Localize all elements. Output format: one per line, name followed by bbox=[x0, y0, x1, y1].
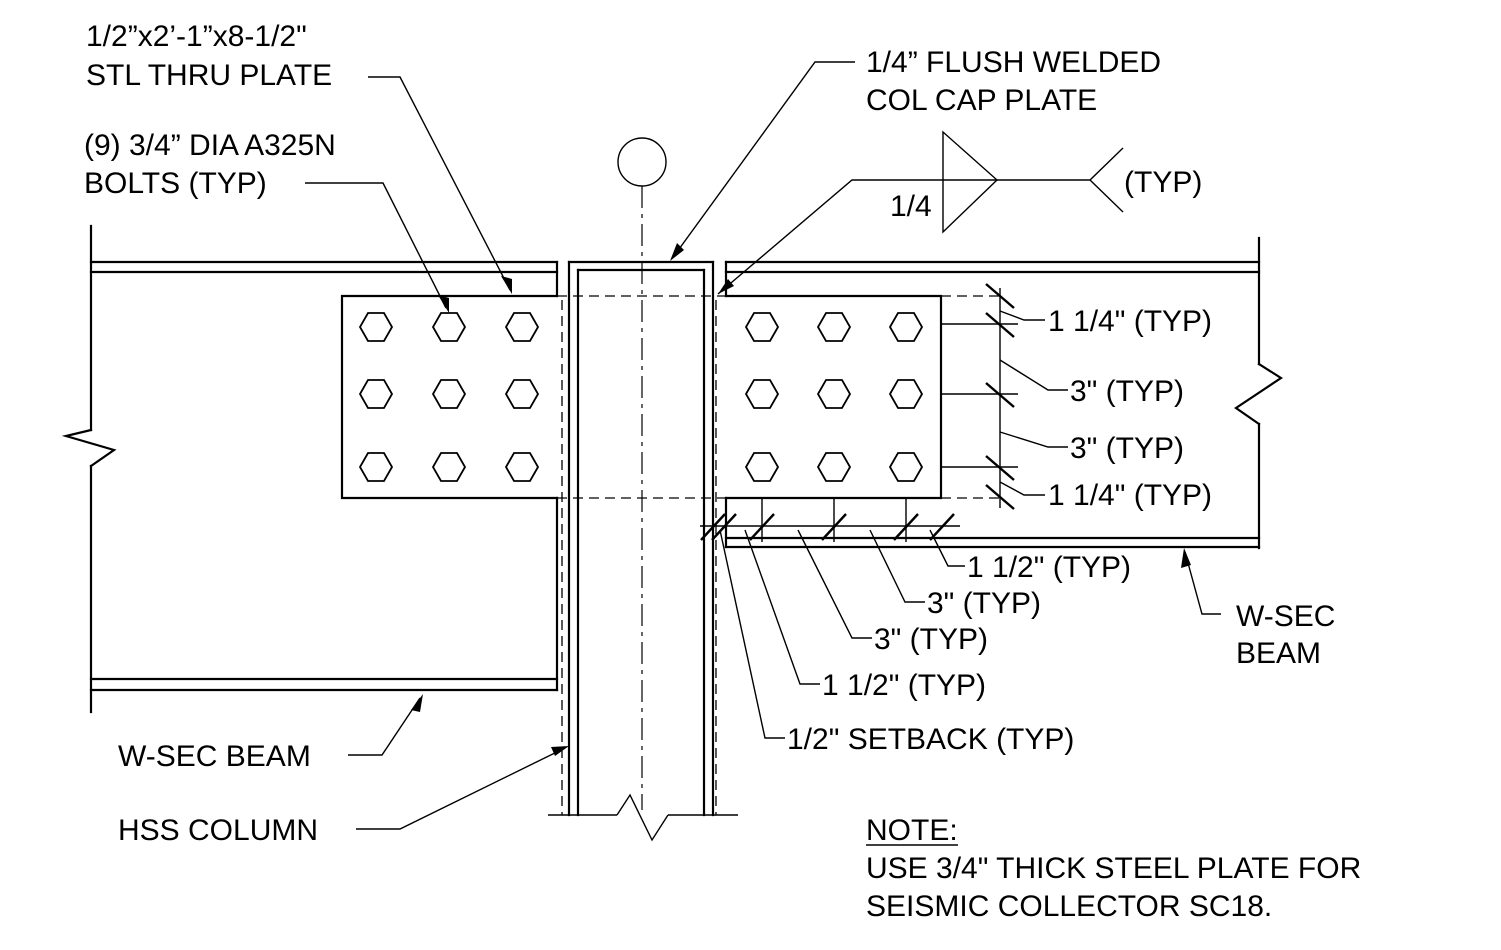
right-beam bbox=[724, 236, 1284, 550]
bolt bbox=[816, 312, 852, 342]
bolt bbox=[504, 379, 540, 409]
note-line2: SEISMIC COLLECTOR SC18. bbox=[866, 890, 1272, 923]
plate-label-line1: 1/2”x2’-1”x8-1/2" bbox=[86, 20, 307, 53]
bolt bbox=[504, 452, 540, 482]
note-line1: USE 3/4" THICK STEEL PLATE FOR bbox=[866, 852, 1361, 885]
bolt bbox=[431, 312, 467, 342]
bolt bbox=[431, 379, 467, 409]
leaders bbox=[305, 61, 1221, 830]
right-beam-label-line2: BEAM bbox=[1236, 637, 1321, 670]
plate-label-line2: STL THRU PLATE bbox=[86, 59, 332, 92]
bolt bbox=[816, 379, 852, 409]
h-edge-right-label: 1 1/2" (TYP) bbox=[967, 551, 1131, 584]
column-label: HSS COLUMN bbox=[118, 814, 318, 847]
bolt bbox=[358, 379, 394, 409]
left-beam-label: W-SEC BEAM bbox=[118, 740, 311, 773]
bolt bbox=[744, 379, 780, 409]
bolt bbox=[504, 312, 540, 342]
weld-typ-label: (TYP) bbox=[1124, 166, 1202, 199]
bolt bbox=[744, 312, 780, 342]
bolt-group bbox=[358, 312, 924, 482]
bolt bbox=[816, 452, 852, 482]
edge-distance-top-label: 1 1/4" (TYP) bbox=[1048, 305, 1212, 338]
setback-label: 1/2" SETBACK (TYP) bbox=[787, 723, 1074, 756]
note-title: NOTE: bbox=[866, 814, 958, 847]
bolt-spacing-2-label: 3" (TYP) bbox=[1070, 432, 1184, 465]
bolt-spacing-1-label: 3" (TYP) bbox=[1070, 375, 1184, 408]
left-beam bbox=[61, 224, 559, 714]
bolt bbox=[888, 312, 924, 342]
horizontal-dimension bbox=[700, 498, 965, 739]
cap-plate-label-line2: COL CAP PLATE bbox=[866, 84, 1097, 117]
bolt bbox=[358, 452, 394, 482]
weld-size-label: 1/4 bbox=[890, 190, 932, 223]
bolts-label-line2: BOLTS (TYP) bbox=[84, 167, 267, 200]
bolt bbox=[888, 379, 924, 409]
h-spacing-right-label: 3" (TYP) bbox=[927, 587, 1041, 620]
bolt bbox=[431, 452, 467, 482]
weld-symbol bbox=[717, 130, 1124, 295]
bolts-label-line1: (9) 3/4” DIA A325N bbox=[84, 129, 336, 162]
hss-column bbox=[548, 260, 738, 842]
edge-distance-bottom-label: 1 1/4" (TYP) bbox=[1048, 479, 1212, 512]
bolt bbox=[744, 452, 780, 482]
right-beam-label-line1: W-SEC bbox=[1236, 600, 1335, 633]
bolt bbox=[888, 452, 924, 482]
h-edge-left-label: 1 1/2" (TYP) bbox=[822, 669, 986, 702]
vertical-dimension bbox=[941, 283, 1068, 510]
column-centerline bbox=[617, 137, 667, 810]
h-spacing-left-label: 3" (TYP) bbox=[874, 623, 988, 656]
cap-plate-label-line1: 1/4” FLUSH WELDED bbox=[866, 46, 1161, 79]
bolt bbox=[358, 312, 394, 342]
